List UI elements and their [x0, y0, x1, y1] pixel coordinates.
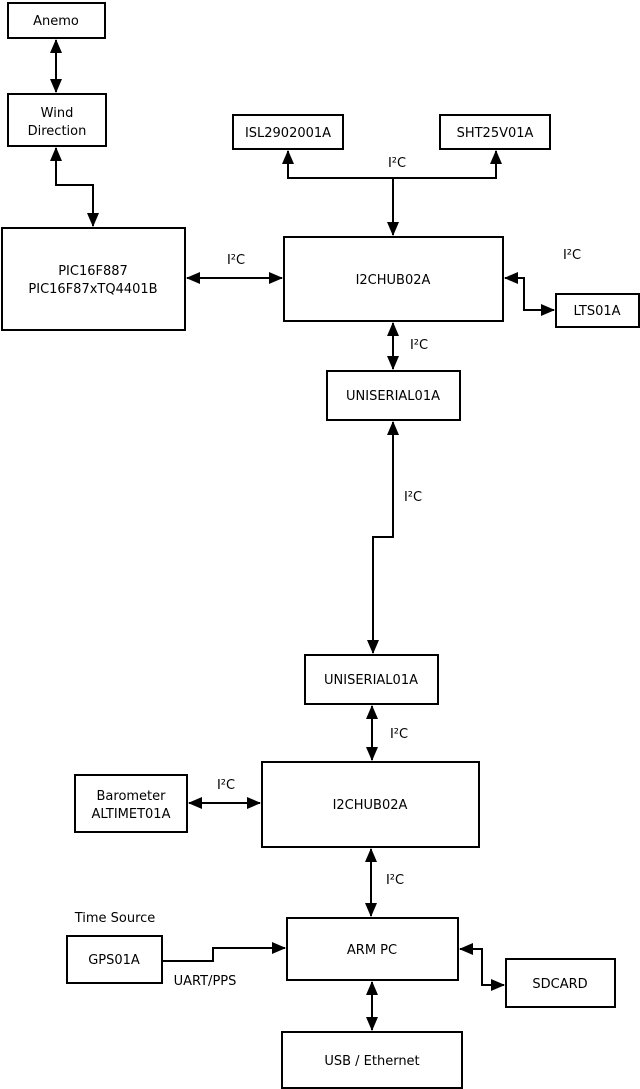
- node-barometer-label-line2: ALTIMET01A: [92, 807, 171, 822]
- node-sht25v01a-label: SHT25V01A: [457, 126, 534, 141]
- node-gps01a: GPS01A: [66, 935, 163, 984]
- node-usb-ethernet-box: [281, 1031, 463, 1089]
- node-lts01a-label: LTS01A: [573, 304, 620, 319]
- node-uniserial01a-lower-box: [304, 654, 439, 705]
- node-i2chub02a-upper-label: I2CHUB02A: [356, 273, 431, 288]
- node-i2chub02a-lower-label: I2CHUB02A: [333, 798, 408, 813]
- node-usb-ethernet-label: USB / Ethernet: [324, 1054, 419, 1069]
- edge-label-i2c-uni1-uni2: I²C: [404, 490, 422, 505]
- edge-label-i2c-uni2-hub2: I²C: [390, 727, 408, 742]
- node-i2chub02a-upper-box: [283, 236, 504, 322]
- edge-arm-sdcard: [459, 943, 505, 991]
- edge-label-i2c-baro-hub2: I²C: [217, 778, 235, 793]
- node-pic16f887-label-line2: PIC16F87xTQ4401B: [28, 282, 157, 297]
- edge-label-uart-pps: UART/PPS: [174, 974, 237, 989]
- edge-label-i2c-pic-hub1: I²C: [227, 253, 245, 268]
- edge-label-i2c-top-split: I²C: [388, 156, 406, 171]
- node-i2chub02a-lower: I2CHUB02A: [261, 761, 480, 848]
- node-wind-direction-label-line1: Wind: [41, 106, 74, 121]
- node-barometer-box: [74, 774, 188, 833]
- edge-label-i2c-hub2-arm: I²C: [386, 873, 404, 888]
- node-anemo-label: Anemo: [33, 14, 79, 29]
- node-usb-ethernet: USB / Ethernet: [281, 1031, 463, 1089]
- node-sdcard-box: [505, 958, 616, 1008]
- node-lts01a: LTS01A: [555, 293, 640, 328]
- node-isl2902001a-box: [232, 114, 344, 150]
- node-lts01a-box: [555, 293, 640, 328]
- edge-label-i2c-hub1-lts: I²C: [563, 248, 581, 263]
- node-gps01a-box: [66, 935, 163, 984]
- node-arm-pc-label: ARM PC: [347, 943, 397, 958]
- node-wind-direction-label-line2: Direction: [28, 124, 87, 139]
- node-gps01a-label: GPS01A: [88, 953, 140, 968]
- edge-label-time-source: Time Source: [74, 911, 156, 926]
- node-i2chub02a-upper: I2CHUB02A: [283, 236, 504, 322]
- node-sht25v01a-box: [439, 114, 551, 150]
- node-wind-direction: Wind Direction: [7, 93, 107, 147]
- node-pic16f887-box: [1, 227, 186, 331]
- node-anemo: Anemo: [7, 2, 106, 39]
- node-sdcard-label: SDCARD: [532, 977, 587, 992]
- node-uniserial01a-lower-label: UNISERIAL01A: [324, 673, 418, 688]
- node-wind-direction-box: [7, 93, 107, 147]
- node-uniserial01a-upper-label: UNISERIAL01A: [346, 389, 440, 404]
- node-pic16f887: PIC16F887 PIC16F87xTQ4401B: [1, 227, 186, 331]
- node-sht25v01a: SHT25V01A: [439, 114, 551, 150]
- node-isl2902001a-label: ISL2902001A: [245, 126, 331, 141]
- node-anemo-box: [7, 2, 106, 39]
- node-uniserial01a-lower: UNISERIAL01A: [304, 654, 439, 705]
- node-uniserial01a-upper-box: [326, 370, 461, 421]
- node-i2chub02a-lower-box: [261, 761, 480, 848]
- edge-hub1-lts: [504, 272, 555, 316]
- edge-uni1-uni2: [367, 421, 399, 654]
- node-uniserial01a-upper: UNISERIAL01A: [326, 370, 461, 421]
- node-arm-pc-box: [286, 917, 459, 981]
- node-pic16f887-label-line1: PIC16F887: [58, 264, 128, 279]
- node-isl2902001a: ISL2902001A: [232, 114, 344, 150]
- edge-gps-arm: [162, 942, 286, 962]
- node-sdcard: SDCARD: [505, 958, 616, 1008]
- node-barometer: Barometer ALTIMET01A: [74, 774, 188, 833]
- edge-wind-pic: [50, 147, 99, 227]
- node-barometer-label-line1: Barometer: [97, 789, 167, 804]
- node-arm-pc: ARM PC: [286, 917, 459, 981]
- edge-label-i2c-hub1-uni1: I²C: [410, 338, 428, 353]
